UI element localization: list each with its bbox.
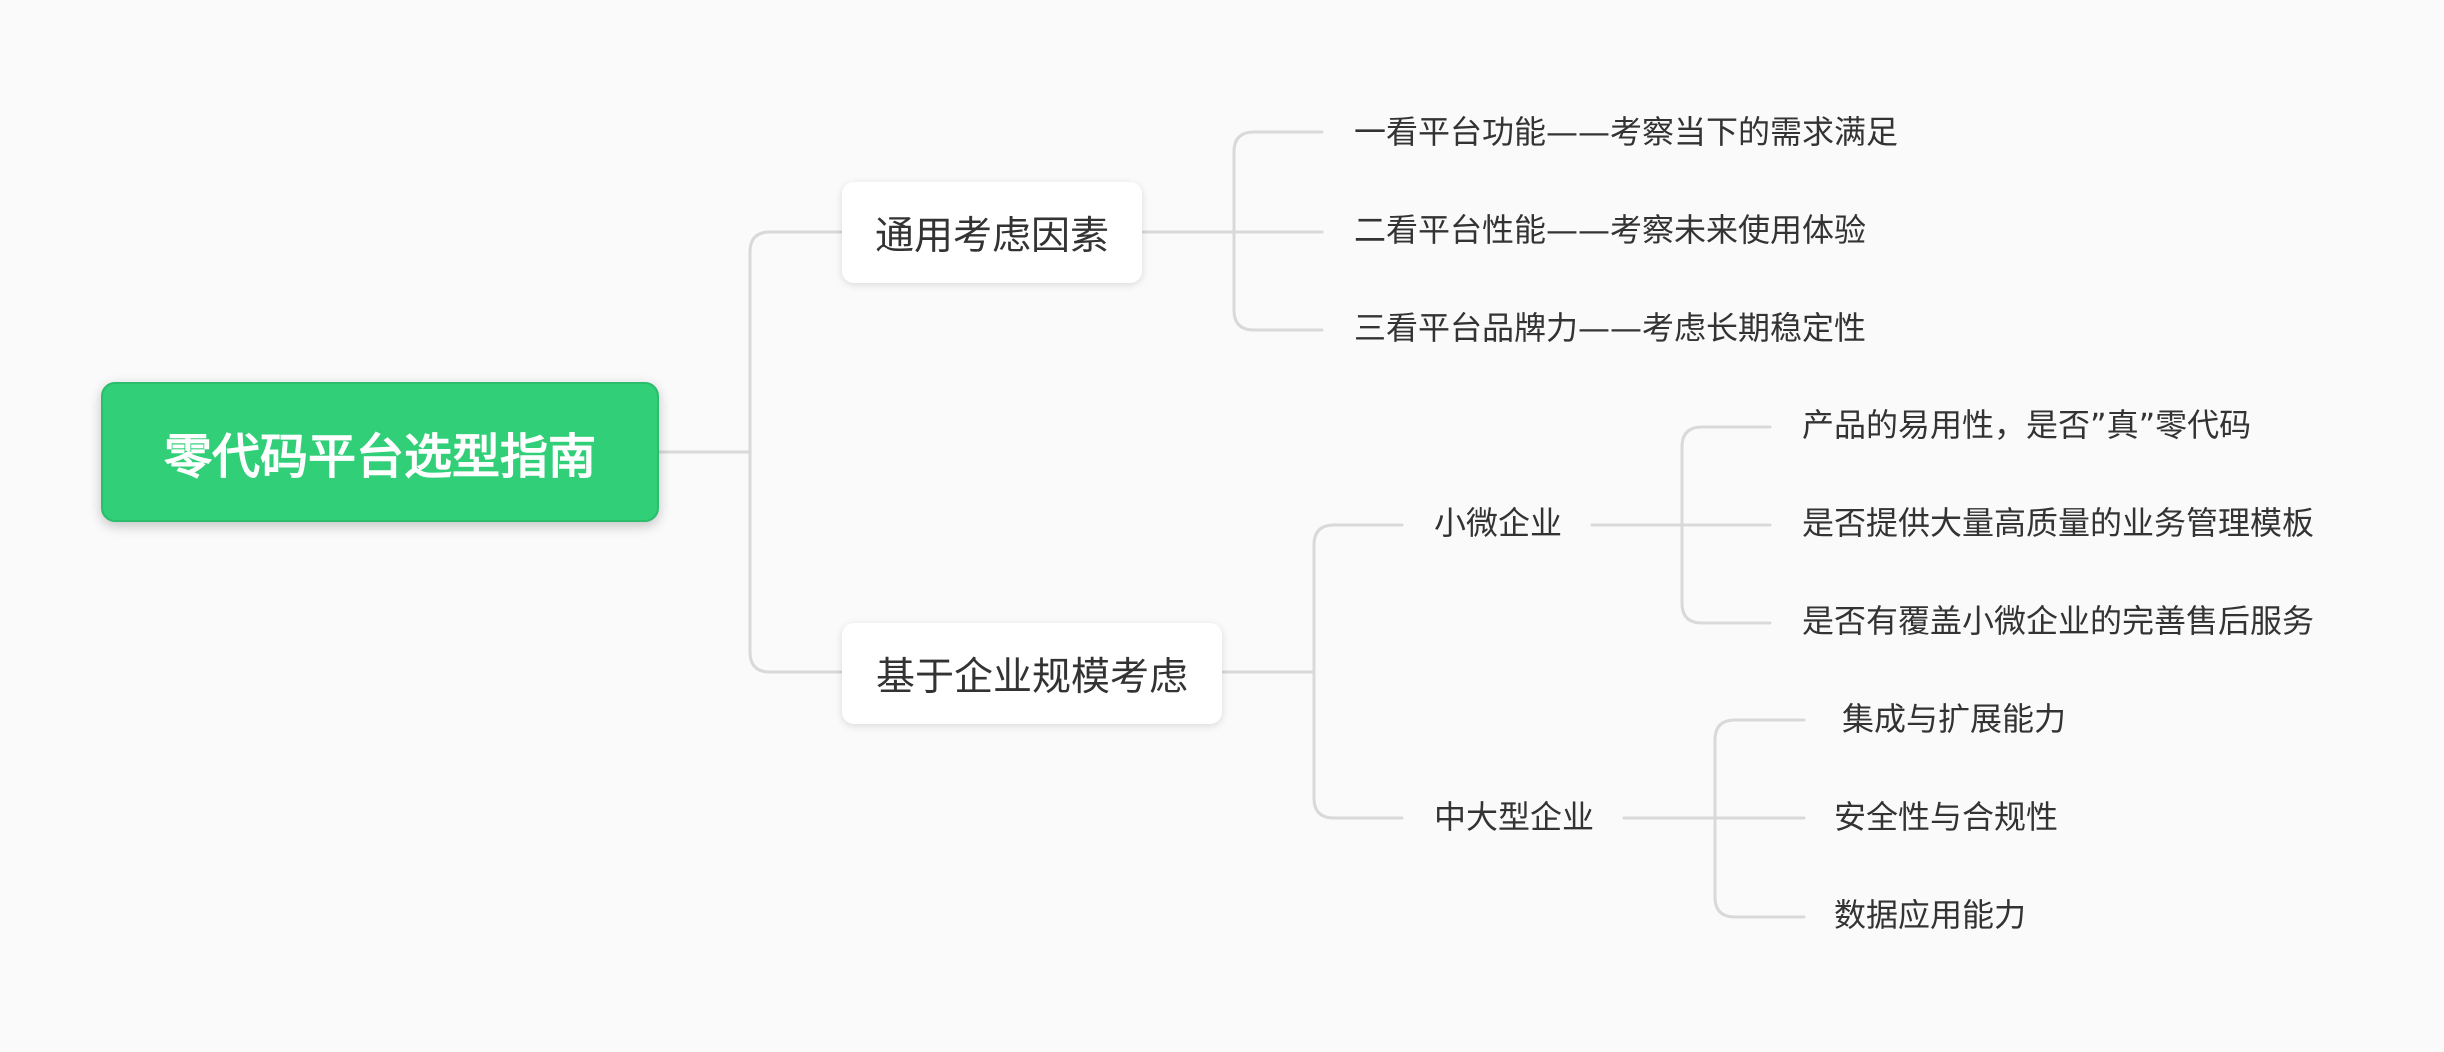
leaf-node-large-2[interactable]: 安全性与合规性 (1834, 798, 2059, 836)
leaf-node-small-3[interactable]: 是否有覆盖小微企业的完善售后服务 (1802, 602, 2315, 640)
leaf-node-small-1[interactable]: 产品的易用性，是否”真”零代码 (1802, 406, 2252, 444)
sub-branch-node-small[interactable]: 小微企业 (1434, 504, 1563, 542)
branch-node-general[interactable]: 通用考虑因素 (842, 182, 1142, 283)
leaf-node-general-2[interactable]: 二看平台性能——考察未来使用体验 (1354, 211, 1867, 249)
leaf-node-general-1[interactable]: 一看平台功能——考察当下的需求满足 (1354, 113, 1899, 151)
leaf-node-general-3[interactable]: 三看平台品牌力——考虑长期稳定性 (1354, 309, 1867, 347)
connector-root-to-scale (748, 450, 844, 674)
leaf-node-small-2[interactable]: 是否提供大量高质量的业务管理模板 (1802, 504, 2315, 542)
leaf-node-large-3[interactable]: 数据应用能力 (1834, 896, 2027, 934)
connector-general-to-item-3 (1232, 230, 1324, 332)
root-node[interactable]: 零代码平台选型指南 (101, 382, 659, 522)
connector-small-to-item-3 (1680, 523, 1772, 625)
connector-large-to-item-3 (1713, 816, 1806, 919)
connector-general-to-item-1 (1140, 130, 1324, 234)
connector-small-to-item-1 (1590, 425, 1772, 527)
connector-scale-to-large (1312, 670, 1404, 820)
leaf-node-large-1[interactable]: 集成与扩展能力 (1842, 700, 2067, 738)
sub-branch-node-large[interactable]: 中大型企业 (1434, 798, 1595, 836)
branch-node-scale[interactable]: 基于企业规模考虑 (842, 623, 1222, 724)
connector-large-to-item-1 (1622, 718, 1806, 820)
connector-root-to-general (657, 230, 844, 454)
connector-scale-to-small (1220, 523, 1404, 674)
